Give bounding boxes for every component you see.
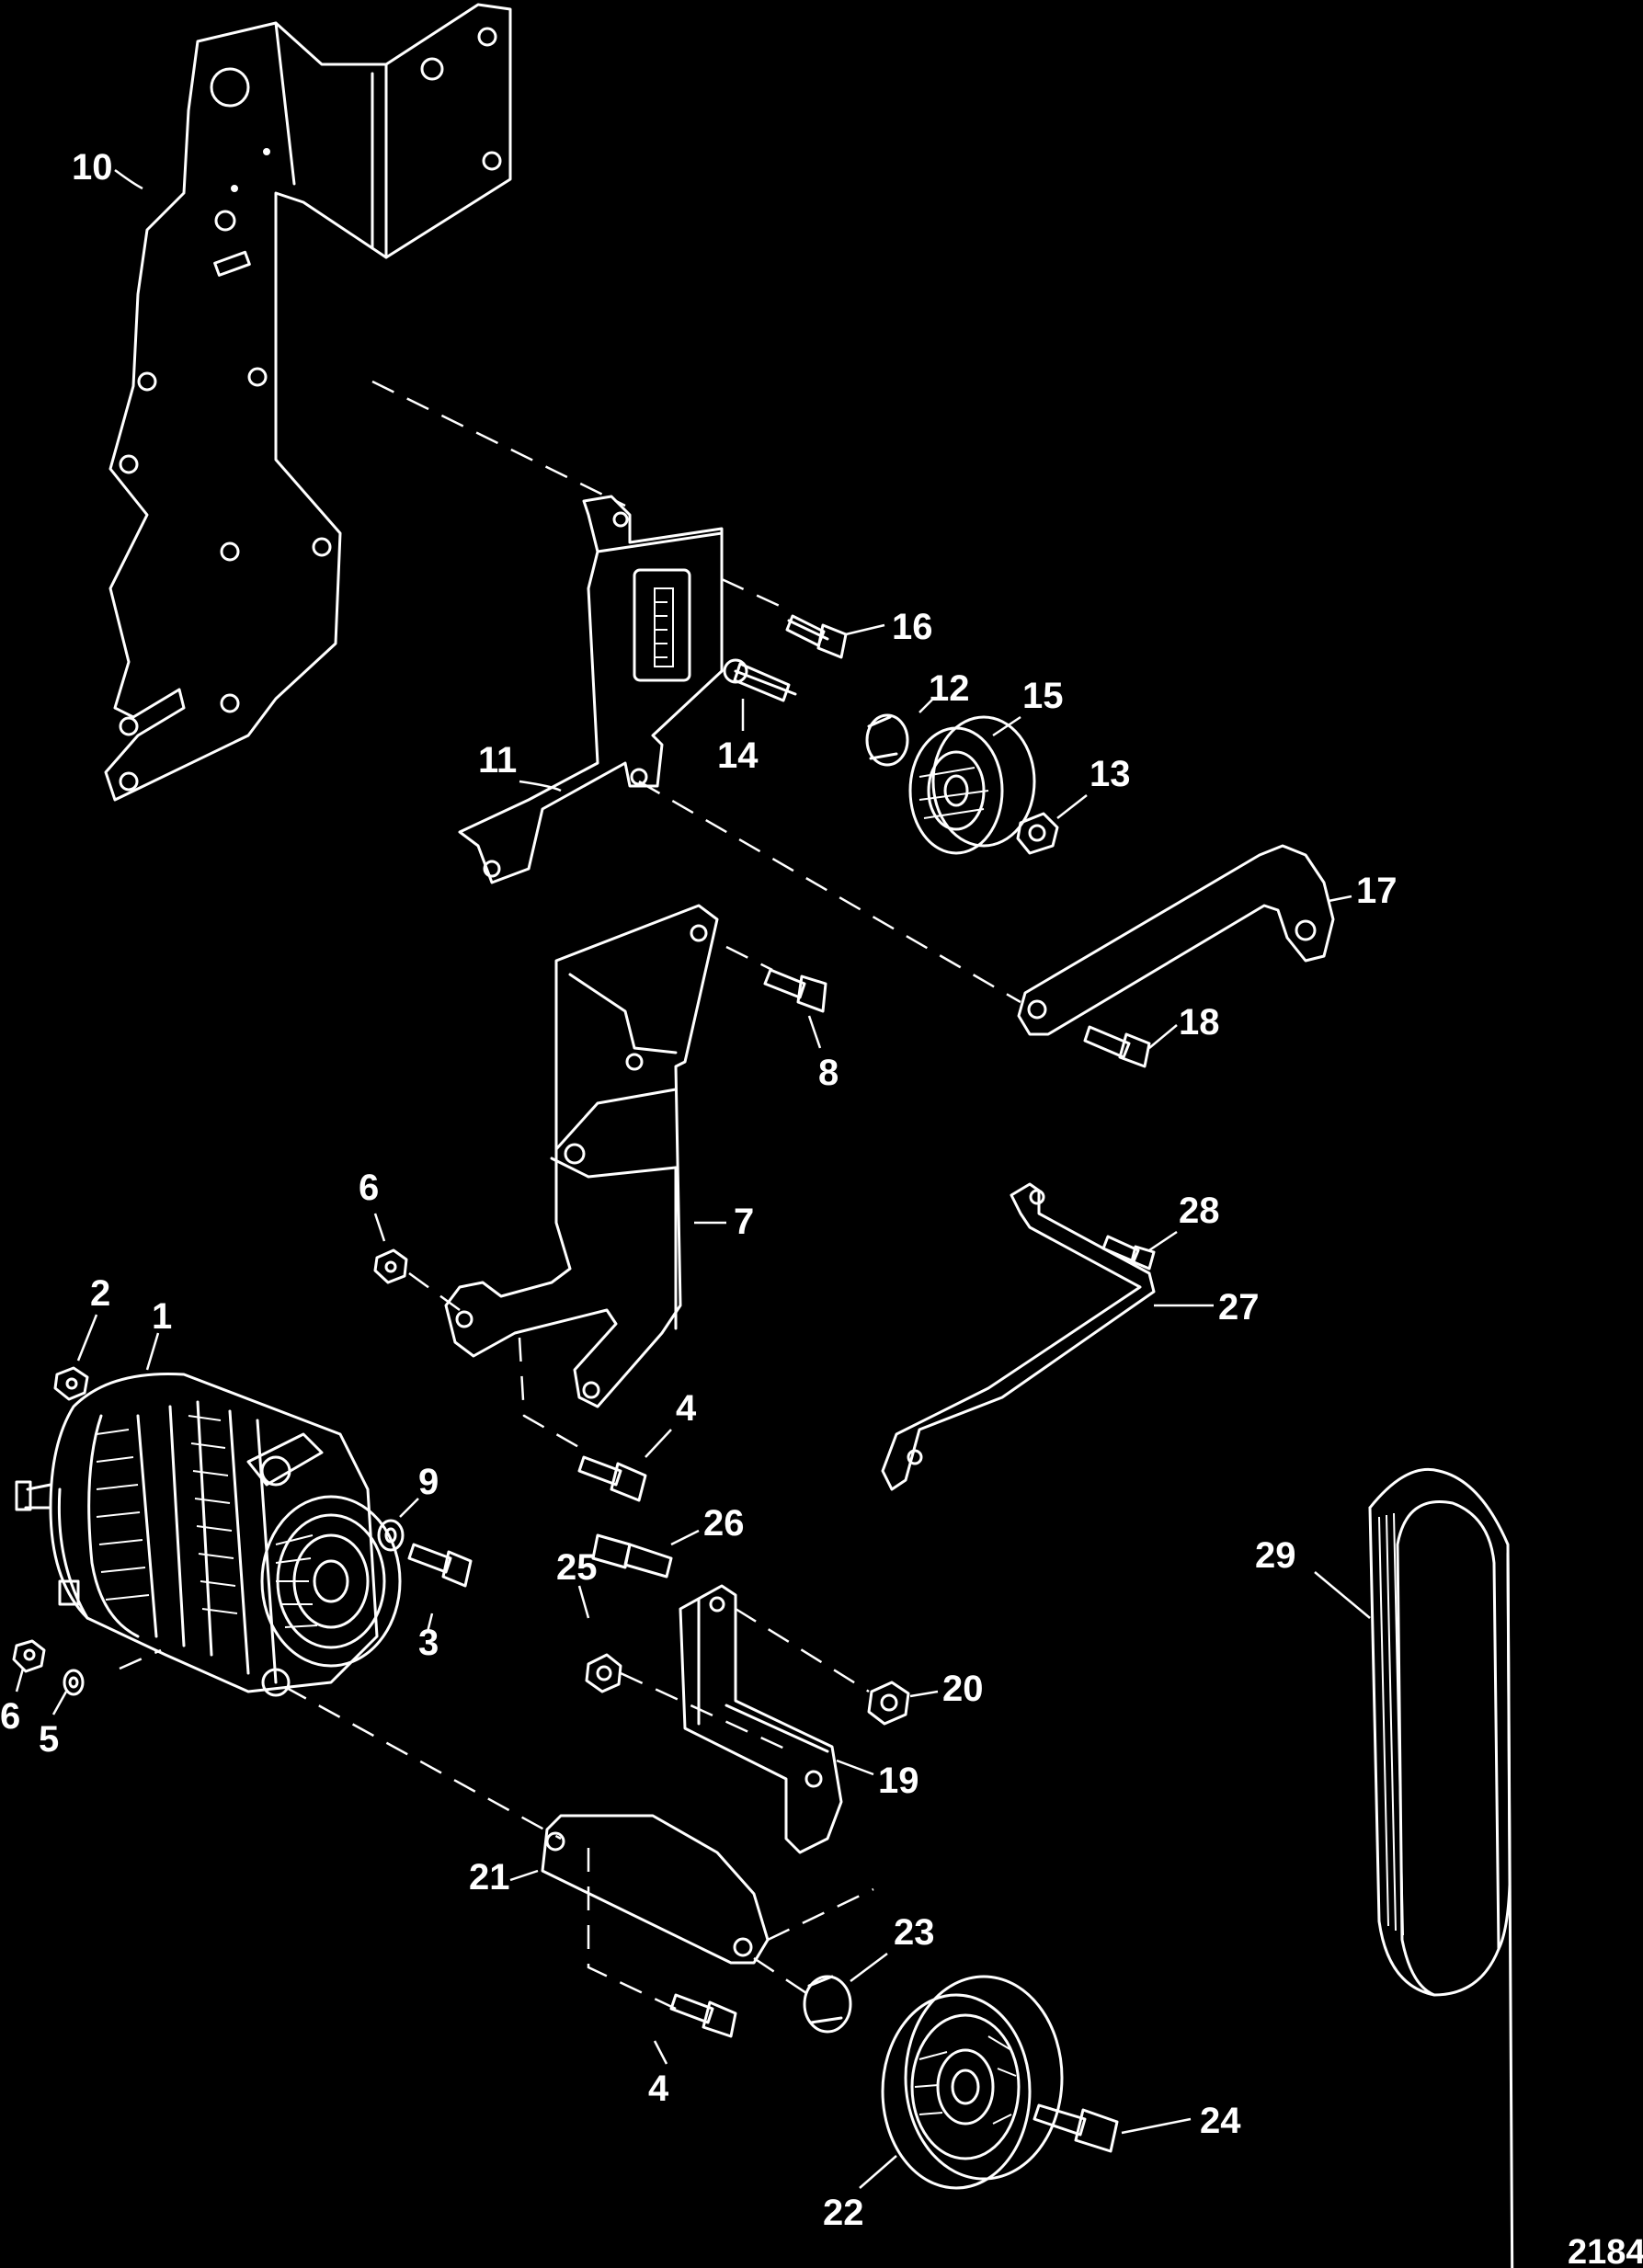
spacer-part-12 xyxy=(865,713,909,767)
callout-13: 13 xyxy=(1090,754,1131,794)
bolt-part-4-upper xyxy=(577,1455,647,1502)
bracket-part-19 xyxy=(679,1584,843,1854)
callout-16: 16 xyxy=(892,607,933,647)
bolt-part-16 xyxy=(785,614,848,659)
callout-10: 10 xyxy=(72,147,113,188)
nut-part-13 xyxy=(1016,812,1059,855)
plate-part-21 xyxy=(541,1814,770,1965)
callout-25: 25 xyxy=(556,1547,598,1588)
callout-3: 3 xyxy=(418,1623,439,1663)
callout-24: 24 xyxy=(1200,2101,1241,2141)
callout-9: 9 xyxy=(418,1462,439,1502)
bolt-part-24 xyxy=(1033,2103,1119,2153)
bolt-part-18 xyxy=(1083,1025,1151,1068)
nut-part-2 xyxy=(53,1366,89,1401)
callout-4-upper: 4 xyxy=(676,1388,697,1429)
callout-18: 18 xyxy=(1179,1002,1220,1043)
callout-1: 1 xyxy=(152,1296,172,1337)
support-bracket-part-7 xyxy=(444,904,719,1408)
callout-21: 21 xyxy=(469,1857,510,1898)
nut-part-6-upper xyxy=(373,1248,408,1284)
callout-2: 2 xyxy=(90,1273,110,1314)
callout-26: 26 xyxy=(703,1503,745,1544)
callout-23: 23 xyxy=(894,1912,935,1953)
callout-4-lower: 4 xyxy=(648,2069,669,2109)
stud-part-26 xyxy=(591,1533,673,1578)
callout-11: 11 xyxy=(478,740,517,781)
brace-part-27 xyxy=(881,1182,1156,1491)
bolt-part-4-lower xyxy=(669,1993,737,2038)
nut-part-20 xyxy=(867,1681,910,1726)
callout-17: 17 xyxy=(1356,871,1398,911)
callout-27: 27 xyxy=(1218,1287,1260,1328)
callout-20: 20 xyxy=(942,1669,984,1709)
leader-lines xyxy=(15,168,1371,2189)
nut-part-6-lower xyxy=(12,1639,46,1673)
callout-29: 29 xyxy=(1255,1535,1296,1576)
callout-15: 15 xyxy=(1022,676,1064,716)
washer-part-9 xyxy=(377,1519,405,1552)
washer-part-5 xyxy=(63,1669,85,1696)
callout-19: 19 xyxy=(878,1761,919,1801)
idler-pulley-part-22 xyxy=(881,1975,1064,2190)
callout-5: 5 xyxy=(39,1719,59,1760)
idler-pulley-part-15 xyxy=(908,715,1036,855)
figure-number: 2184 xyxy=(1568,2233,1643,2268)
alternator-part-1 xyxy=(15,1372,402,1697)
callout-14: 14 xyxy=(717,735,759,776)
callout-12: 12 xyxy=(929,668,970,709)
mounting-plate-part-10 xyxy=(104,3,512,802)
bolt-part-8 xyxy=(763,968,827,1013)
callout-6-lower: 6 xyxy=(0,1696,20,1737)
tensioner-bracket-part-11 xyxy=(458,495,724,884)
callout-8: 8 xyxy=(818,1053,839,1093)
callout-28: 28 xyxy=(1179,1191,1220,1231)
spacer-part-23 xyxy=(803,1975,852,2034)
callout-labels: 10 16 12 15 14 11 13 17 8 18 6 7 28 27 2… xyxy=(0,147,1398,2233)
callout-22: 22 xyxy=(823,2193,864,2233)
nut-part-25 xyxy=(585,1653,622,1693)
stud-part-14 xyxy=(723,658,797,702)
drive-belt-part-29 xyxy=(1368,1467,1514,2268)
callout-7: 7 xyxy=(734,1202,754,1242)
bolt-part-28 xyxy=(1101,1235,1156,1271)
bolt-part-3 xyxy=(407,1543,473,1588)
assembly-lines xyxy=(119,380,1021,2011)
callout-6-upper: 6 xyxy=(359,1168,379,1208)
adjusting-arm-part-17 xyxy=(1017,844,1335,1036)
